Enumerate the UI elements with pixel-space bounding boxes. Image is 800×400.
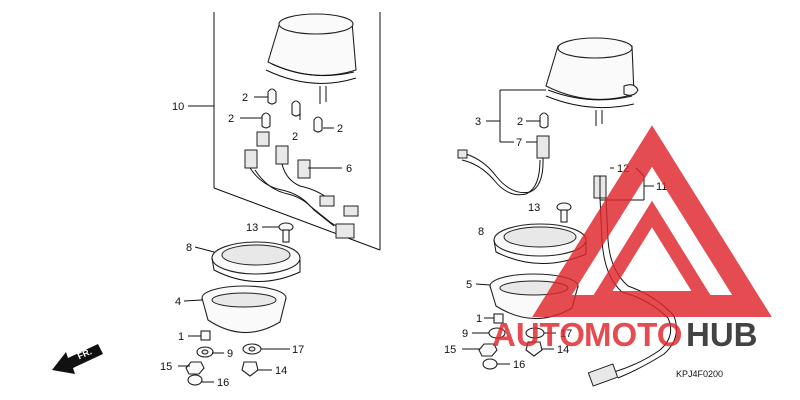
callout-9: 9 bbox=[462, 328, 468, 340]
bezel-ring-left bbox=[211, 241, 301, 282]
meter-housing-right bbox=[545, 37, 639, 126]
hardware-right bbox=[478, 313, 545, 370]
callout-2: 2 bbox=[292, 131, 298, 143]
callout-9: 9 bbox=[227, 348, 233, 360]
callouts-right: 3 2 7 13 12 11 8 5 1 9 17 15 14 16 bbox=[444, 116, 667, 371]
leaders-left bbox=[178, 96, 342, 383]
screw-right bbox=[556, 202, 572, 223]
callout-10: 10 bbox=[172, 101, 184, 113]
callout-8: 8 bbox=[186, 242, 192, 254]
callout-16: 16 bbox=[513, 359, 525, 371]
callout-7: 7 bbox=[516, 137, 522, 149]
watermark-triangle-inner bbox=[587, 200, 717, 305]
callout-11: 11 bbox=[656, 181, 667, 193]
meter-housing-left bbox=[265, 13, 357, 104]
watermark-logo: AUTO MOTO HUB bbox=[492, 125, 772, 353]
screw-left bbox=[278, 222, 294, 243]
callout-17: 17 bbox=[560, 328, 572, 340]
meter-case-left bbox=[201, 285, 287, 334]
callout-13: 13 bbox=[528, 202, 540, 214]
callout-15: 15 bbox=[444, 344, 456, 356]
callout-17: 17 bbox=[292, 344, 304, 356]
wire-harness-left bbox=[244, 131, 359, 239]
bulb-group-left bbox=[261, 88, 323, 133]
callout-2: 2 bbox=[517, 116, 523, 128]
watermark-brand-middle: MOTO bbox=[584, 316, 682, 353]
callout-6: 6 bbox=[346, 163, 352, 175]
diagram-code: KPJ4F0200 bbox=[676, 369, 723, 379]
callout-14: 14 bbox=[557, 344, 569, 356]
front-direction-marker: FR. bbox=[52, 344, 103, 374]
hardware-left bbox=[185, 330, 262, 386]
callout-16: 16 bbox=[217, 377, 229, 389]
callout-2: 2 bbox=[242, 92, 248, 104]
bulb-socket-right bbox=[457, 112, 550, 196]
callout-8: 8 bbox=[478, 226, 484, 238]
callout-4: 4 bbox=[175, 296, 181, 308]
callout-2: 2 bbox=[228, 113, 234, 125]
assembly-frame-left bbox=[188, 12, 381, 251]
callout-13: 13 bbox=[246, 222, 258, 234]
callout-1: 1 bbox=[178, 331, 184, 343]
callout-3: 3 bbox=[475, 116, 481, 128]
watermark-triangle-outer bbox=[532, 125, 772, 317]
callout-2: 2 bbox=[337, 123, 343, 135]
callout-5: 5 bbox=[466, 279, 472, 291]
watermark-brand-left: AUTO bbox=[492, 316, 585, 353]
callout-14: 14 bbox=[275, 365, 287, 377]
callout-1: 1 bbox=[476, 313, 482, 325]
callouts-left: 10 2 2 2 2 6 13 8 4 1 9 17 15 14 16 bbox=[160, 92, 352, 389]
watermark-brand-right: HUB bbox=[686, 316, 758, 353]
callout-15: 15 bbox=[160, 361, 172, 373]
